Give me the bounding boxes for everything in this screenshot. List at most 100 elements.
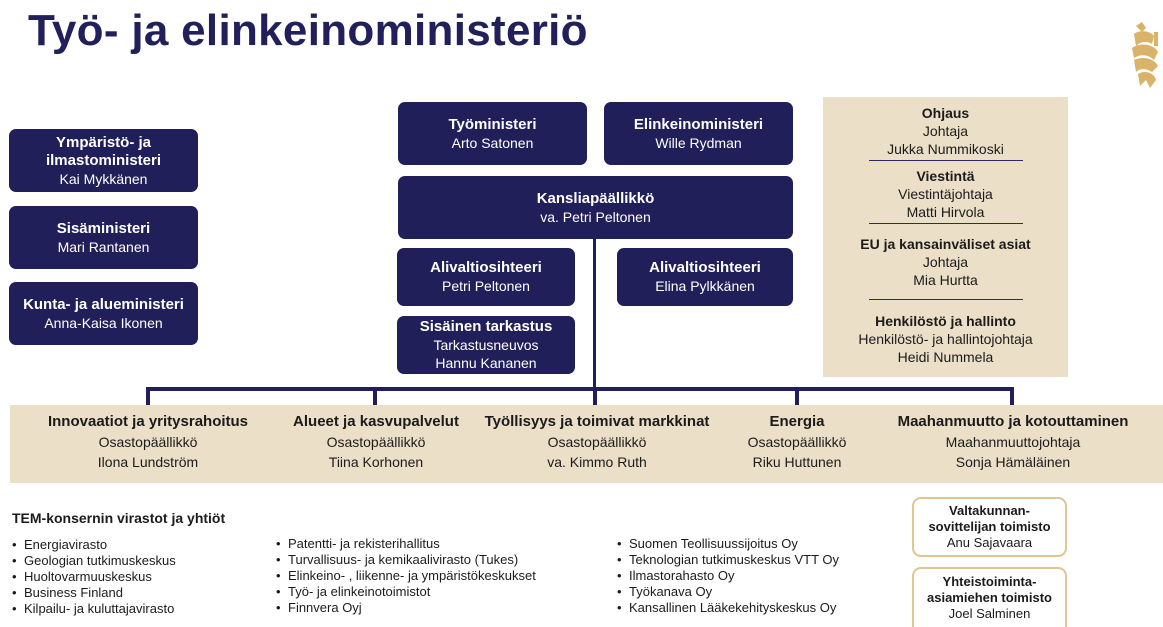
divider [869,299,1023,300]
department-title: Energia [769,413,825,430]
staff-unit-role: Viestintäjohtaja [898,186,993,202]
list-item: Geologian tutkimuskeskus [12,553,176,569]
undersecretary-name: Elina Pylkkänen [655,278,755,294]
dept-connector [373,387,377,407]
staff-unit: Viestintä Viestintäjohtaja Matti Hirvola [823,167,1068,221]
department-role: Osastopäällikkö [98,434,198,450]
list-item: Teknologian tutkimuskeskus VTT Oy [617,552,839,568]
list-item: Kilpailu- ja kuluttajavirasto [12,601,176,617]
list-item: Suomen Teollisuussijoitus Oy [617,536,839,552]
minister-box-employment: Työministeri Arto Satonen [398,102,587,165]
chancellor-box: Kansliapäällikkö va. Petri Peltonen [398,176,793,239]
staff-unit-title: EU ja kansainväliset asiat [860,236,1031,252]
undersecretary-title: Alivaltiosihteeri [430,259,542,276]
department-role: Maahanmuuttojohtaja [945,434,1081,450]
department: Alueet ja kasvupalvelut Osastopäällikkö … [293,412,459,472]
list-item: Elinkeino- , liikenne- ja ympäristökesku… [276,568,536,584]
list-item: Business Finland [12,585,176,601]
audit-title: Sisäinen tarkastus [419,318,553,335]
divider [869,160,1023,161]
minister-box-interior: Sisäministeri Mari Rantanen [9,206,198,269]
department-head: va. Kimmo Ruth [547,454,647,470]
dept-connector [593,387,597,407]
staff-unit-name: Matti Hirvola [906,204,985,220]
department-title: Työllisyys ja toimivat markkinat [484,413,710,430]
minister-name: Anna-Kaisa Ikonen [44,314,163,331]
coat-of-arms-icon [1132,22,1158,88]
dept-connector [146,387,150,407]
agency-list-3: Suomen Teollisuussijoitus Oy Teknologian… [617,536,839,616]
list-item: Energiavirasto [12,537,176,553]
list-item: Patentti- ja rekisterihallitus [276,536,536,552]
department: Työllisyys ja toimivat markkinat Osastop… [485,412,710,472]
office-box-mediator: Valtakunnan- sovittelijan toimisto Anu S… [912,497,1067,557]
audit-role: Tarkastusneuvos [433,337,539,353]
list-item: Työkanava Oy [617,584,839,600]
agency-list-1: Energiavirasto Geologian tutkimuskeskus … [12,537,176,617]
office-head: Joel Salminen [948,606,1031,621]
dept-connector [795,387,799,407]
staff-unit-name: Mia Hurtta [913,272,978,288]
list-item: Huoltovarmuuskeskus [12,569,176,585]
department-head: Riku Huttunen [752,454,842,470]
office-title: sovittelijan toimisto [928,519,1051,534]
staff-unit-name: Heidi Nummela [897,349,994,365]
minister-box-environment: Ympäristö- ja ilmastoministeri Kai Mykkä… [9,129,198,192]
list-item: Työ- ja elinkeinotoimistot [276,584,536,600]
staff-unit-role: Johtaja [922,123,969,139]
group-title: TEM-konsernin virastot ja yhtiöt [12,510,226,526]
department: Energia Osastopäällikkö Riku Huttunen [748,412,847,472]
minister-title: Työministeri [448,115,537,133]
staff-unit-title: Ohjaus [921,105,970,121]
minister-name: Kai Mykkänen [59,170,148,187]
undersecretary-box-2: Alivaltiosihteeri Elina Pylkkänen [617,248,793,306]
staff-unit-role: Henkilöstö- ja hallintojohtaja [858,331,1033,347]
list-item: Kansallinen Lääkekehityskeskus Oy [617,600,839,616]
minister-box-economic: Elinkeinoministeri Wille Rydman [604,102,793,165]
chancellor-name: va. Petri Peltonen [540,208,651,225]
undersecretary-name: Petri Peltonen [442,278,530,294]
minister-title: Kunta- ja alueministeri [23,295,184,313]
minister-name: Mari Rantanen [57,238,150,255]
staff-unit-name: Jukka Nummikoski [887,141,1004,157]
staff-unit-title: Henkilöstö ja hallinto [875,313,1016,329]
agency-list-2: Patentti- ja rekisterihallitus Turvallis… [276,536,536,616]
department: Maahanmuutto ja kotouttaminen Maahanmuut… [898,412,1129,472]
internal-audit-box: Sisäinen tarkastus Tarkastusneuvos Hannu… [397,316,575,374]
department-head: Ilona Lundström [97,454,199,470]
audit-name: Hannu Kananen [435,355,537,371]
page-title: Työ- ja elinkeinoministeriö [28,6,588,55]
staff-units-panel: Ohjaus Johtaja Jukka Nummikoski Viestint… [823,97,1068,377]
department-head: Sonja Hämäläinen [955,454,1071,470]
office-title: Valtakunnan- [949,503,1030,518]
list-item: Ilmastorahasto Oy [617,568,839,584]
minister-box-municipal: Kunta- ja alueministeri Anna-Kaisa Ikone… [9,282,198,345]
horizontal-connector [146,387,1014,391]
staff-unit-title: Viestintä [916,168,975,184]
department-role: Osastopäällikkö [326,434,426,450]
minister-title: Sisäministeri [56,219,151,237]
department-role: Osastopäällikkö [547,434,647,450]
chancellor-title: Kansliapäällikkö [536,189,655,207]
list-item: Finnvera Oyj [276,600,536,616]
divider [869,223,1023,224]
department: Innovaatiot ja yritysrahoitus Osastopääl… [48,412,248,472]
staff-unit: Henkilöstö ja hallinto Henkilöstö- ja ha… [823,312,1068,366]
undersecretary-title: Alivaltiosihteeri [649,259,761,276]
office-title: Yhteistoiminta- [942,574,1037,589]
departments-band [10,405,1163,483]
dept-connector [1010,387,1014,407]
staff-unit-role: Johtaja [922,254,969,270]
minister-title: Ympäristö- ja ilmastoministeri [45,133,162,169]
office-head: Anu Sajavaara [946,535,1033,550]
office-title: asiamiehen toimisto [927,590,1052,605]
minister-title: Elinkeinoministeri [633,115,764,133]
staff-unit: Ohjaus Johtaja Jukka Nummikoski [823,104,1068,158]
department-role: Osastopäällikkö [747,434,847,450]
staff-unit: EU ja kansainväliset asiat Johtaja Mia H… [823,235,1068,289]
minister-name: Wille Rydman [655,134,742,151]
undersecretary-box-1: Alivaltiosihteeri Petri Peltonen [397,248,575,306]
department-title: Maahanmuutto ja kotouttaminen [897,413,1129,430]
vertical-connector [593,239,596,389]
department-title: Alueet ja kasvupalvelut [293,413,459,430]
